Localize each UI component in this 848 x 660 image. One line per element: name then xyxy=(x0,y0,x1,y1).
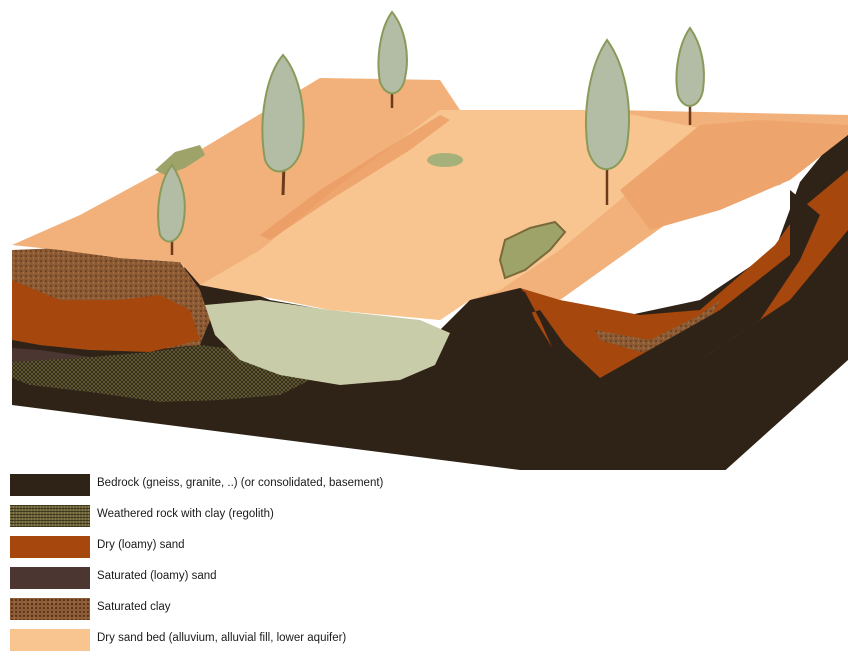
legend-item-saturated-loamy-sand: Saturated (loamy) sand xyxy=(10,567,430,598)
legend-item-dry-loamy-sand: Dry (loamy) sand xyxy=(10,536,430,567)
tree-icon xyxy=(677,28,704,125)
legend-label: Bedrock (gneiss, granite, ..) (or consol… xyxy=(97,477,383,489)
legend-label: Weathered rock with clay (regolith) xyxy=(97,508,274,520)
grass-patch-icon xyxy=(427,153,463,167)
legend: Bedrock (gneiss, granite, ..) (or consol… xyxy=(10,474,430,660)
legend-item-bedrock: Bedrock (gneiss, granite, ..) (or consol… xyxy=(10,474,430,505)
legend-item-dry-sand-bed: Dry sand bed (alluvium, alluvial fill, l… xyxy=(10,629,430,660)
legend-label: Dry (loamy) sand xyxy=(97,539,185,551)
legend-item-weathered-rock: Weathered rock with clay (regolith) xyxy=(10,505,430,536)
legend-label: Saturated (loamy) sand xyxy=(97,570,217,582)
legend-swatch-dry-loamy-sand xyxy=(10,536,90,558)
legend-swatch-bedrock xyxy=(10,474,90,496)
legend-item-saturated-clay: Saturated clay xyxy=(10,598,430,629)
legend-swatch-saturated-loamy-sand xyxy=(10,567,90,589)
legend-swatch-dry-sand-bed xyxy=(10,629,90,651)
block-diagram xyxy=(0,0,848,470)
legend-label: Dry sand bed (alluvium, alluvial fill, l… xyxy=(97,632,346,644)
legend-label: Saturated clay xyxy=(97,601,171,613)
legend-swatch-weathered-rock xyxy=(10,505,90,527)
legend-swatch-saturated-clay xyxy=(10,598,90,620)
